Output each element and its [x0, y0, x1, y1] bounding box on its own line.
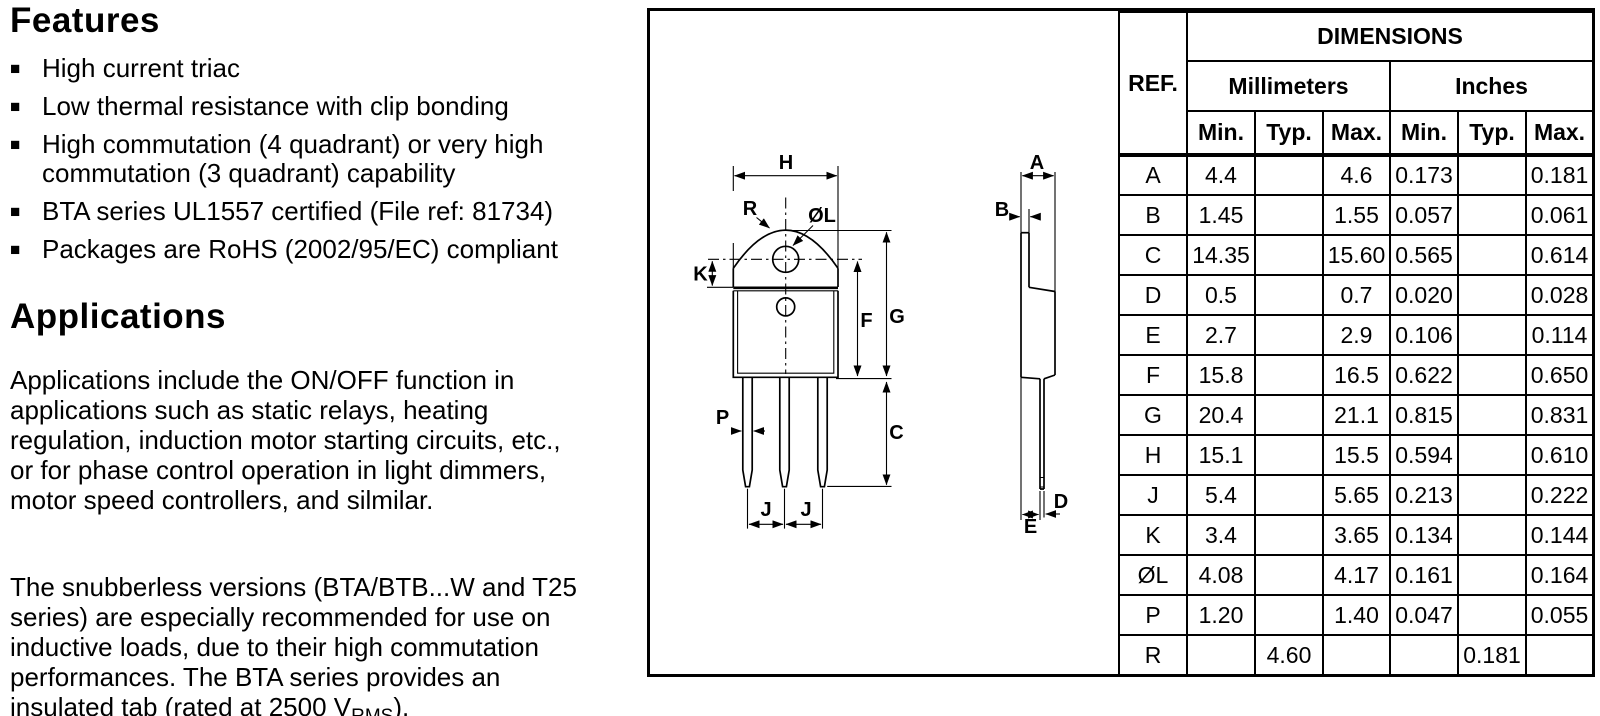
dim-label-h: H: [779, 152, 793, 174]
dim-label-p: P: [716, 407, 729, 429]
diameter-l-leader: [792, 225, 814, 246]
package-drawing: H K R ØL: [693, 152, 1068, 538]
feature-item: ■ High commutation (4 quadrant) or very …: [10, 130, 644, 188]
dim-label-k: K: [693, 264, 708, 286]
bullet-icon: ■: [10, 97, 21, 116]
ref-cell: J: [1118, 474, 1188, 516]
ref-cell: P: [1118, 594, 1188, 636]
lead-1: [741, 377, 754, 488]
col-header-in-min: Min.: [1389, 110, 1459, 156]
feature-item-text: High current triac: [42, 53, 240, 83]
dim-label-r: R: [743, 198, 758, 220]
table-row: D 0.5 0.7 0.020 0.028: [1118, 274, 1595, 316]
ref-cell: E: [1118, 314, 1188, 356]
ref-cell: H: [1118, 434, 1188, 476]
table-row: A 4.4 4.6 0.173 0.181: [1118, 153, 1595, 196]
bullet-icon: ■: [10, 135, 21, 154]
applications-heading: Applications: [10, 297, 227, 336]
text-column: Features ■ High current triac ■ Low ther…: [10, 0, 644, 716]
r-leader: [756, 217, 770, 229]
dim-label-c: C: [889, 422, 903, 444]
col-header-mm-max: Max.: [1322, 110, 1391, 156]
table-row: F 15.8 16.5 0.622 0.650: [1118, 354, 1595, 396]
tab-dome: [732, 229, 839, 269]
bullet-icon: ■: [10, 59, 21, 78]
feature-item-text: Low thermal resistance with clip bonding: [42, 91, 509, 121]
vrms-subscript: RMS: [351, 706, 393, 716]
paragraph-2-main: The snubberless versions (BTA/BTB...W an…: [10, 572, 577, 692]
features-list: ■ High current triac ■ Low thermal resis…: [10, 54, 644, 264]
dim-label-diameter-l: ØL: [808, 205, 836, 227]
ref-cell: D: [1118, 274, 1188, 316]
applications-paragraph-1: Applications include the ON/OFF function…: [10, 365, 561, 515]
lead-tip-extensions: [746, 488, 824, 529]
applications-paragraph-2: The snubberless versions (BTA/BTB...W an…: [10, 542, 644, 716]
table-row: C 14.35 15.60 0.565 0.614: [1118, 234, 1595, 276]
ref-cell: G: [1118, 394, 1188, 436]
table-row: J 5.4 5.65 0.213 0.222: [1118, 474, 1595, 516]
dim-label-e: E: [1024, 516, 1037, 538]
feature-item: ■ Low thermal resistance with clip bondi…: [10, 92, 644, 121]
bullet-icon: ■: [10, 240, 21, 259]
lead-3: [816, 377, 829, 488]
millimeters-header: Millimeters: [1186, 60, 1391, 112]
dim-label-j2: J: [800, 499, 811, 521]
col-header-mm-typ: Typ.: [1254, 110, 1324, 156]
ref-cell: A: [1118, 153, 1188, 196]
side-lead-tip-ticks: [1040, 476, 1044, 488]
table-row: H 15.1 15.5 0.594 0.610: [1118, 434, 1595, 476]
ref-cell: ØL: [1118, 554, 1188, 596]
dim-label-j1: J: [760, 499, 771, 521]
ref-cell: B: [1118, 194, 1188, 236]
dim-label-f: F: [860, 310, 872, 332]
lead-2: [778, 377, 791, 488]
dimensions-table: REF. DIMENSIONS Millimeters Inches Min. …: [1118, 11, 1595, 676]
paragraph-2-last-post: ).: [393, 692, 410, 716]
col-header-mm-min: Min.: [1186, 110, 1256, 156]
table-row: B 1.45 1.55 0.057 0.061: [1118, 194, 1595, 236]
dim-label-d: D: [1054, 491, 1068, 513]
dim-label-g: G: [889, 306, 905, 328]
dim-label-a: A: [1030, 152, 1044, 174]
body-top-slope: [1028, 286, 1056, 293]
features-heading: Features: [10, 1, 160, 40]
table-row: P 1.20 1.40 0.047 0.055: [1118, 594, 1595, 636]
h-extension-lines: [732, 166, 839, 269]
ref-cell: F: [1118, 354, 1188, 396]
table-row: R 4.60 0.181: [1118, 634, 1595, 676]
feature-item-text: High commutation (4 quadrant) or very hi…: [42, 129, 544, 188]
paragraph-2-last-pre: insulated tab (rated at 2500 V: [10, 692, 352, 716]
dimensions-header: DIMENSIONS: [1185, 11, 1595, 62]
package-outline-box: H K R ØL: [647, 8, 1595, 677]
dim-label-b: B: [995, 199, 1009, 221]
table-row: G 20.4 21.1 0.815 0.831: [1118, 394, 1595, 436]
body-outline: [732, 290, 839, 379]
feature-item: ■ BTA series UL1557 certified (File ref:…: [10, 197, 644, 226]
ref-cell: R: [1118, 634, 1188, 676]
paragraph-2-last-line: insulated tab (rated at 2500 VRMS).: [10, 692, 644, 716]
side-lead-extensions: [1039, 491, 1045, 520]
tab-sides: [732, 268, 839, 287]
feature-item: ■ High current triac: [10, 54, 644, 83]
table-row: E 2.7 2.9 0.106 0.114: [1118, 314, 1595, 356]
ref-cell: K: [1118, 514, 1188, 556]
ref-column-header: REF.: [1118, 11, 1188, 156]
feature-item: ■ Packages are RoHS (2002/95/EC) complia…: [10, 235, 644, 264]
body-bottom-edges: [1020, 374, 1056, 380]
side-lead: [1039, 378, 1045, 490]
table-row: ØL 4.08 4.17 0.161 0.164: [1118, 554, 1595, 596]
inches-header: Inches: [1388, 60, 1595, 112]
col-header-in-typ: Typ.: [1457, 110, 1527, 156]
table-row: K 3.4 3.65 0.134 0.144: [1118, 514, 1595, 556]
feature-item-text: Packages are RoHS (2002/95/EC) compliant: [42, 234, 558, 264]
ref-cell: C: [1118, 234, 1188, 276]
col-header-in-max: Max.: [1524, 110, 1595, 156]
feature-item-text: BTA series UL1557 certified (File ref: 8…: [42, 196, 554, 226]
bullet-icon: ■: [10, 202, 21, 221]
